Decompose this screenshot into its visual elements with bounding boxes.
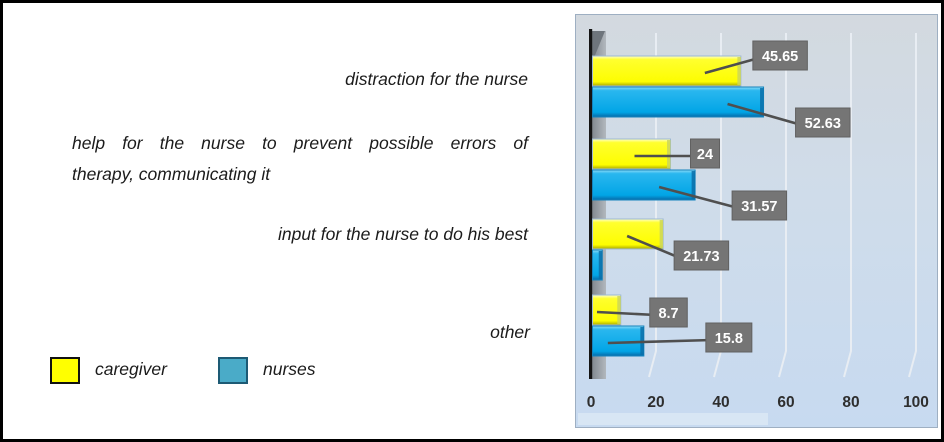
x-axis-tick-label: 20 [647,394,664,411]
legend-swatch-caregiver [50,357,80,384]
data-label: 15.8 [705,322,753,353]
legend-swatch-nurses [218,357,248,384]
legend-label-caregiver: caregiver [95,359,167,379]
category-label-line: other [490,322,530,342]
data-label: 52.63 [795,107,851,138]
x-axis-tick-label: 60 [777,394,794,411]
data-label: 45.65 [752,40,808,71]
svg-text:15.8: 15.8 [715,331,743,347]
legend-label-nurses: nurses [263,359,316,379]
svg-text:45.65: 45.65 [762,49,798,65]
category-label-line: help for the nurse to prevent possible e… [72,133,528,153]
svg-text:52.63: 52.63 [805,116,841,132]
svg-text:24: 24 [697,147,713,163]
category-label: other [152,320,530,344]
category-label-line: therapy, communicating it [72,164,271,184]
svg-text:31.57: 31.57 [741,199,777,215]
svg-text:21.73: 21.73 [683,249,719,265]
x-axis-tick-label: 80 [842,394,859,411]
category-label: distraction for the nurse [148,67,528,91]
category-label-line: distraction for the nurse [345,69,528,89]
category-label-line: input for the nurse to do his best [277,224,528,244]
data-label: 24 [690,138,720,169]
x-axis-tick-label: 0 [587,394,596,411]
svg-text:8.7: 8.7 [658,306,678,322]
bar-chart: 45.65 24 21.73 8.7 52.63 31.57 15.8 0 20 40 60 80 10… [578,29,929,425]
category-label: input for the nurse to do his best [148,222,528,246]
data-label: 31.57 [731,190,788,221]
x-axis-tick-label: 100 [903,394,929,411]
x-axis-tick-label: 40 [712,394,729,411]
category-label: help for the nurse to prevent possible e… [72,128,528,190]
bar-chart-panel: 45.65 24 21.73 8.7 52.63 31.57 15.8 0 20 40 60 80 10… [575,14,938,428]
data-label: 21.73 [673,240,730,271]
data-label: 8.7 [649,297,688,328]
